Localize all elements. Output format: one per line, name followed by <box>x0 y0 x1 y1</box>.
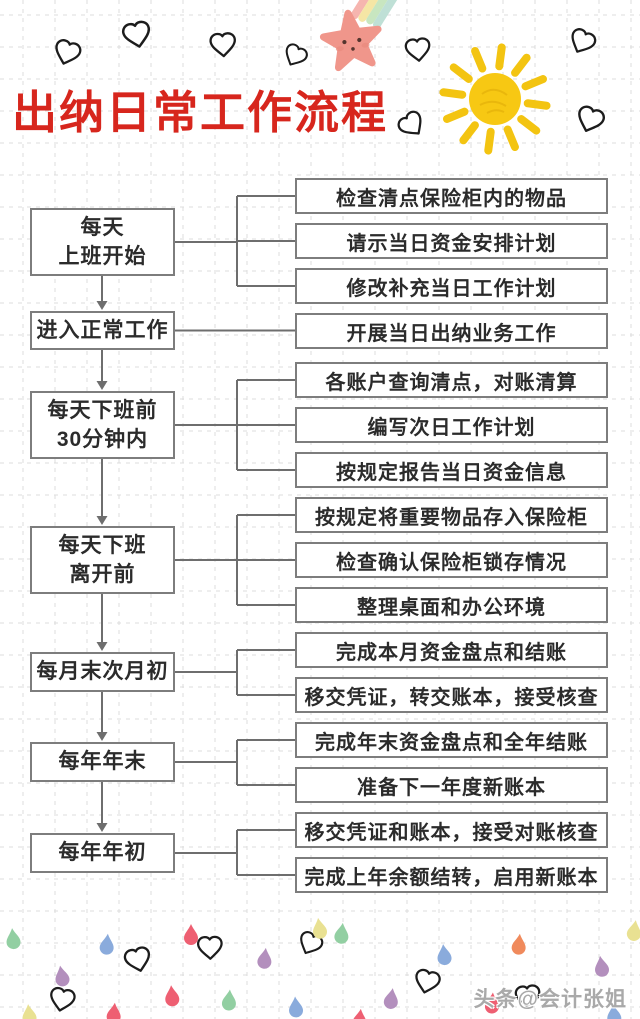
raindrop-icon <box>511 933 526 955</box>
raindrop-icon <box>595 955 609 977</box>
heart-icon <box>196 935 223 960</box>
heart-icon <box>571 28 597 53</box>
heart-icon <box>123 946 151 972</box>
heart-icon <box>514 984 541 1009</box>
task-box: 各账户查询清点，对账清算 <box>295 362 608 398</box>
task-box: 按规定报告当日资金信息 <box>295 452 608 488</box>
heart-icon <box>285 43 308 66</box>
heart-icon <box>50 986 76 1012</box>
stage-box: 每天 上班开始 <box>30 208 175 276</box>
stage-box: 每年年末 <box>30 742 175 782</box>
raindrop-icon <box>22 1004 37 1019</box>
raindrop-icon <box>221 989 236 1011</box>
task-box: 请示当日资金安排计划 <box>295 223 608 259</box>
task-box: 整理桌面和办公环境 <box>295 587 608 623</box>
stage-box: 进入正常工作 <box>30 311 175 350</box>
task-box: 按规定将重要物品存入保险柜 <box>295 497 608 533</box>
heart-icon <box>397 110 422 135</box>
task-box: 检查确认保险柜锁存情况 <box>295 542 608 578</box>
heart-icon <box>55 39 82 65</box>
raindrop-icon <box>165 985 180 1007</box>
raindrop-icon <box>313 917 327 939</box>
heart-icon <box>209 32 236 58</box>
stage-box: 每天下班 离开前 <box>30 526 175 594</box>
heart-icon <box>415 968 441 994</box>
task-box: 准备下一年度新账本 <box>295 767 608 803</box>
raindrop-icon <box>289 996 304 1018</box>
task-box: 修改补充当日工作计划 <box>295 268 608 304</box>
task-box: 完成本月资金盘点和结账 <box>295 632 608 668</box>
heart-icon <box>121 20 151 48</box>
raindrop-icon <box>334 922 349 944</box>
sun-icon <box>439 43 551 155</box>
raindrop-icon <box>437 944 452 966</box>
task-box: 完成上年余额结转，启用新账本 <box>295 857 608 893</box>
task-box: 编写次日工作计划 <box>295 407 608 443</box>
page-title: 出纳日常工作流程 <box>12 87 389 138</box>
raindrop-icon <box>99 933 114 955</box>
raindrop-icon <box>626 920 640 941</box>
raindrop-icon <box>55 965 70 987</box>
raindrop-icon <box>383 988 398 1009</box>
shooting-star-icon <box>319 0 406 72</box>
arrow-down-icon <box>96 301 108 310</box>
arrow-down-icon <box>96 381 108 390</box>
task-box: 完成年末资金盘点和全年结账 <box>295 722 608 758</box>
heart-icon <box>404 37 431 62</box>
raindrop-icon <box>352 1008 367 1019</box>
arrow-down-icon <box>96 516 108 525</box>
raindrop-icon <box>6 928 21 950</box>
raindrop-icon <box>184 924 198 945</box>
task-box: 开展当日出纳业务工作 <box>295 313 608 349</box>
stage-box: 每年年初 <box>30 833 175 873</box>
arrow-down-icon <box>96 732 108 741</box>
raindrop-icon <box>607 1004 622 1019</box>
arrow-down-icon <box>96 642 108 651</box>
raindrop-icon <box>484 992 499 1014</box>
task-box: 移交凭证和账本，接受对账核查 <box>295 812 608 848</box>
stage-box: 每天下班前 30分钟内 <box>30 391 175 459</box>
raindrop-icon <box>106 1002 121 1019</box>
stage-box: 每月末次月初 <box>30 652 175 692</box>
watermark: 头条@会计张姐 <box>473 988 627 1011</box>
task-box: 检查清点保险柜内的物品 <box>295 178 608 214</box>
heart-icon <box>578 105 605 132</box>
raindrop-icon <box>257 947 272 969</box>
task-box: 移交凭证，转交账本，接受核查 <box>295 677 608 713</box>
arrow-down-icon <box>96 823 108 832</box>
